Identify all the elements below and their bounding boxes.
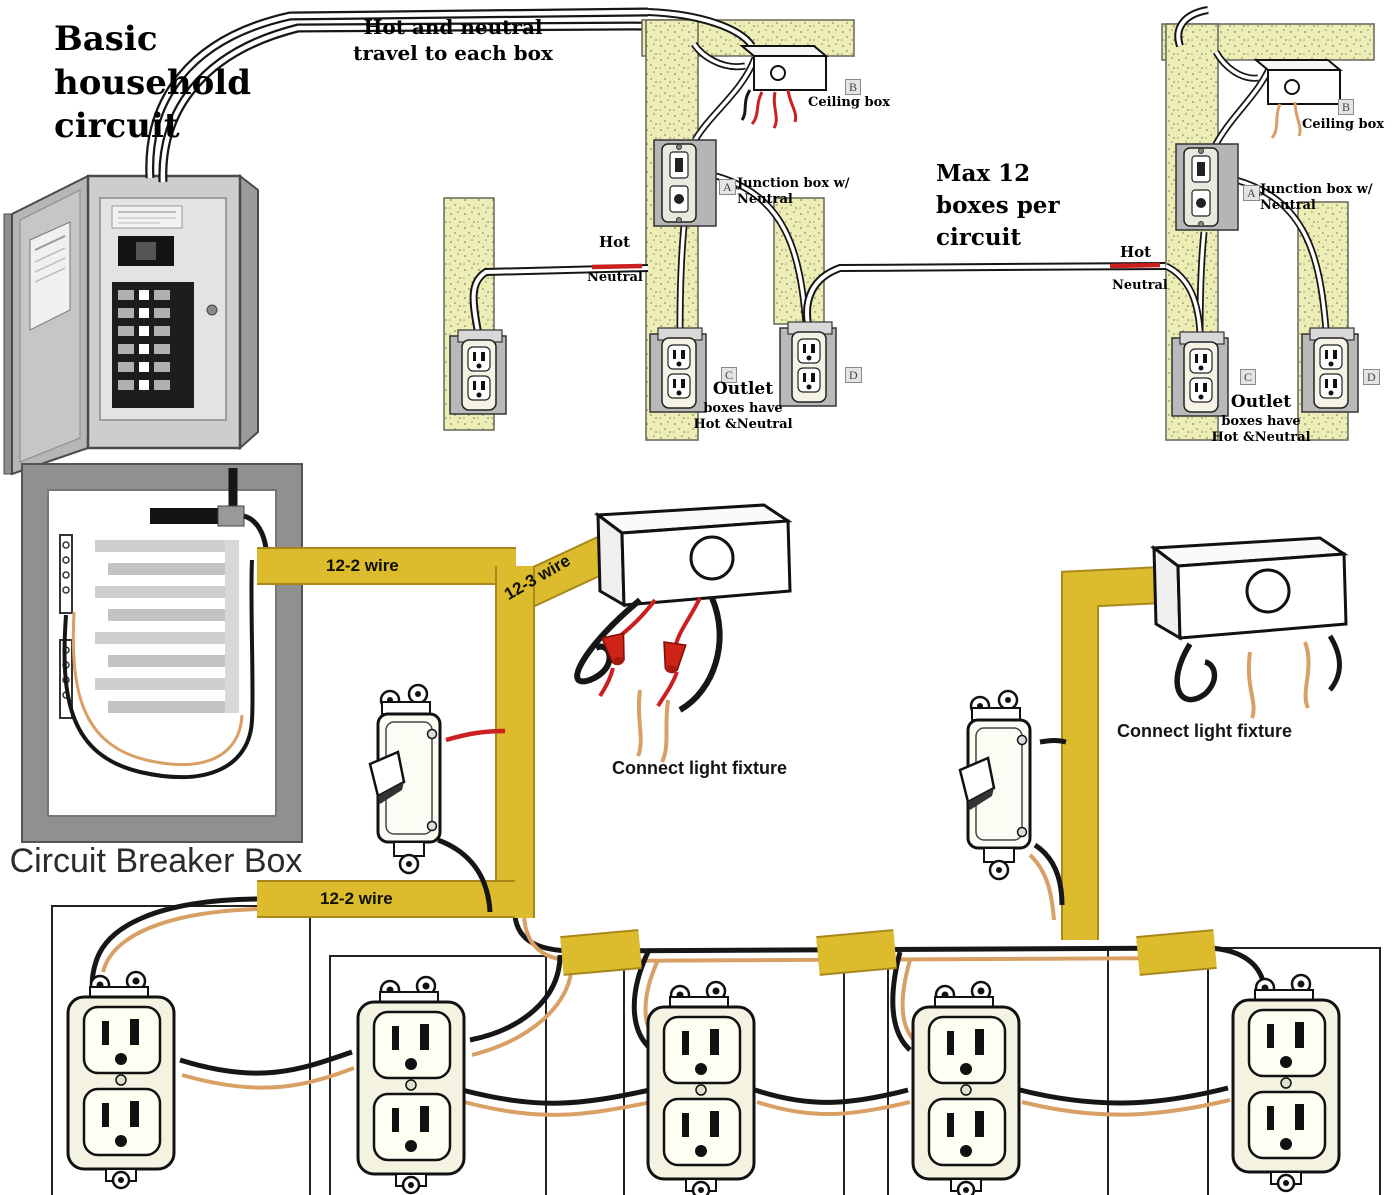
junction-box-right xyxy=(1175,143,1239,231)
circuit-breaker-box-label: Circuit Breaker Box xyxy=(9,842,303,880)
outlet-box-c-left xyxy=(649,327,707,413)
hot-label-left: Hot xyxy=(599,233,631,251)
outlet-note-sub-right: boxes have Hot &Neutral xyxy=(1211,414,1311,445)
switch-right xyxy=(958,689,1032,881)
feed-cable xyxy=(145,7,649,183)
marker-b-right: B xyxy=(1338,99,1355,115)
marker-d-right: D xyxy=(1363,369,1380,385)
wire-12-2-top-label: 12-2 wire xyxy=(326,556,399,575)
branch-right-drawing xyxy=(1161,6,1375,441)
marker-c-right: C xyxy=(1240,369,1257,385)
branch-left-drawing xyxy=(443,8,1167,441)
connect-fixture-label-right: Connect light fixture xyxy=(1117,721,1292,741)
outlet-box-far-left xyxy=(449,329,507,415)
junction-box-label-left: Junction box w/ Neutral xyxy=(737,176,850,207)
ceiling-box-right xyxy=(1255,59,1341,105)
max-boxes-note: Max 12 boxes per circuit xyxy=(936,160,1060,252)
yellow-cable-runs xyxy=(257,522,1163,940)
outlet-note-sub-left: boxes have Hot &Neutral xyxy=(693,401,793,432)
marker-b-left: B xyxy=(845,79,862,95)
receptacle-5 xyxy=(1231,973,1341,1193)
junction-box-left xyxy=(653,139,717,227)
neutral-label-right: Neutral xyxy=(1112,278,1168,293)
connect-fixture-label-left: Connect light fixture xyxy=(612,758,787,778)
switch-left-red-wire xyxy=(445,728,506,743)
ceiling-box-left xyxy=(741,45,827,91)
marker-a-left: A xyxy=(719,179,736,195)
ceiling-box-label-left: Ceiling box xyxy=(808,95,891,110)
switch-left xyxy=(368,683,442,875)
switch-right-tan-wire xyxy=(1028,853,1056,921)
junction-box-label-right: Junction box w/ Neutral xyxy=(1260,182,1373,213)
wire-12-2-bottom-label: 12-2 wire xyxy=(320,889,393,908)
hot-neutral-travel-note: Hot and neutral travel to each box xyxy=(353,15,553,65)
switch-right-top-wire xyxy=(1039,738,1067,745)
outlet-note-title-right: Outlet xyxy=(1230,392,1292,412)
yellow-sleeves xyxy=(560,929,1217,976)
receptacle-1 xyxy=(66,970,176,1190)
outlet-note-title-left: Outlet xyxy=(712,379,774,399)
marker-d-left: D xyxy=(845,367,862,383)
receptacle-4 xyxy=(911,980,1021,1195)
neutral-label-left: Neutral xyxy=(587,270,643,285)
marker-c-left: C xyxy=(721,367,738,383)
service-panel-drawing xyxy=(3,173,259,476)
fixture-box-right xyxy=(1152,536,1348,719)
ceiling-box-label-right: Ceiling box xyxy=(1302,117,1385,132)
receptacle-3 xyxy=(646,980,756,1195)
marker-a-right: A xyxy=(1243,185,1260,201)
switch-left-black-wire xyxy=(437,837,493,913)
switch-right-bottom-wire xyxy=(1033,842,1065,906)
receptacle-2 xyxy=(356,975,466,1195)
diagram-title: Basic household circuit xyxy=(54,19,251,147)
fixture-box-left xyxy=(574,503,792,763)
circuit-breaker-box-drawing xyxy=(21,463,303,843)
hot-label-right: Hot xyxy=(1120,243,1152,261)
